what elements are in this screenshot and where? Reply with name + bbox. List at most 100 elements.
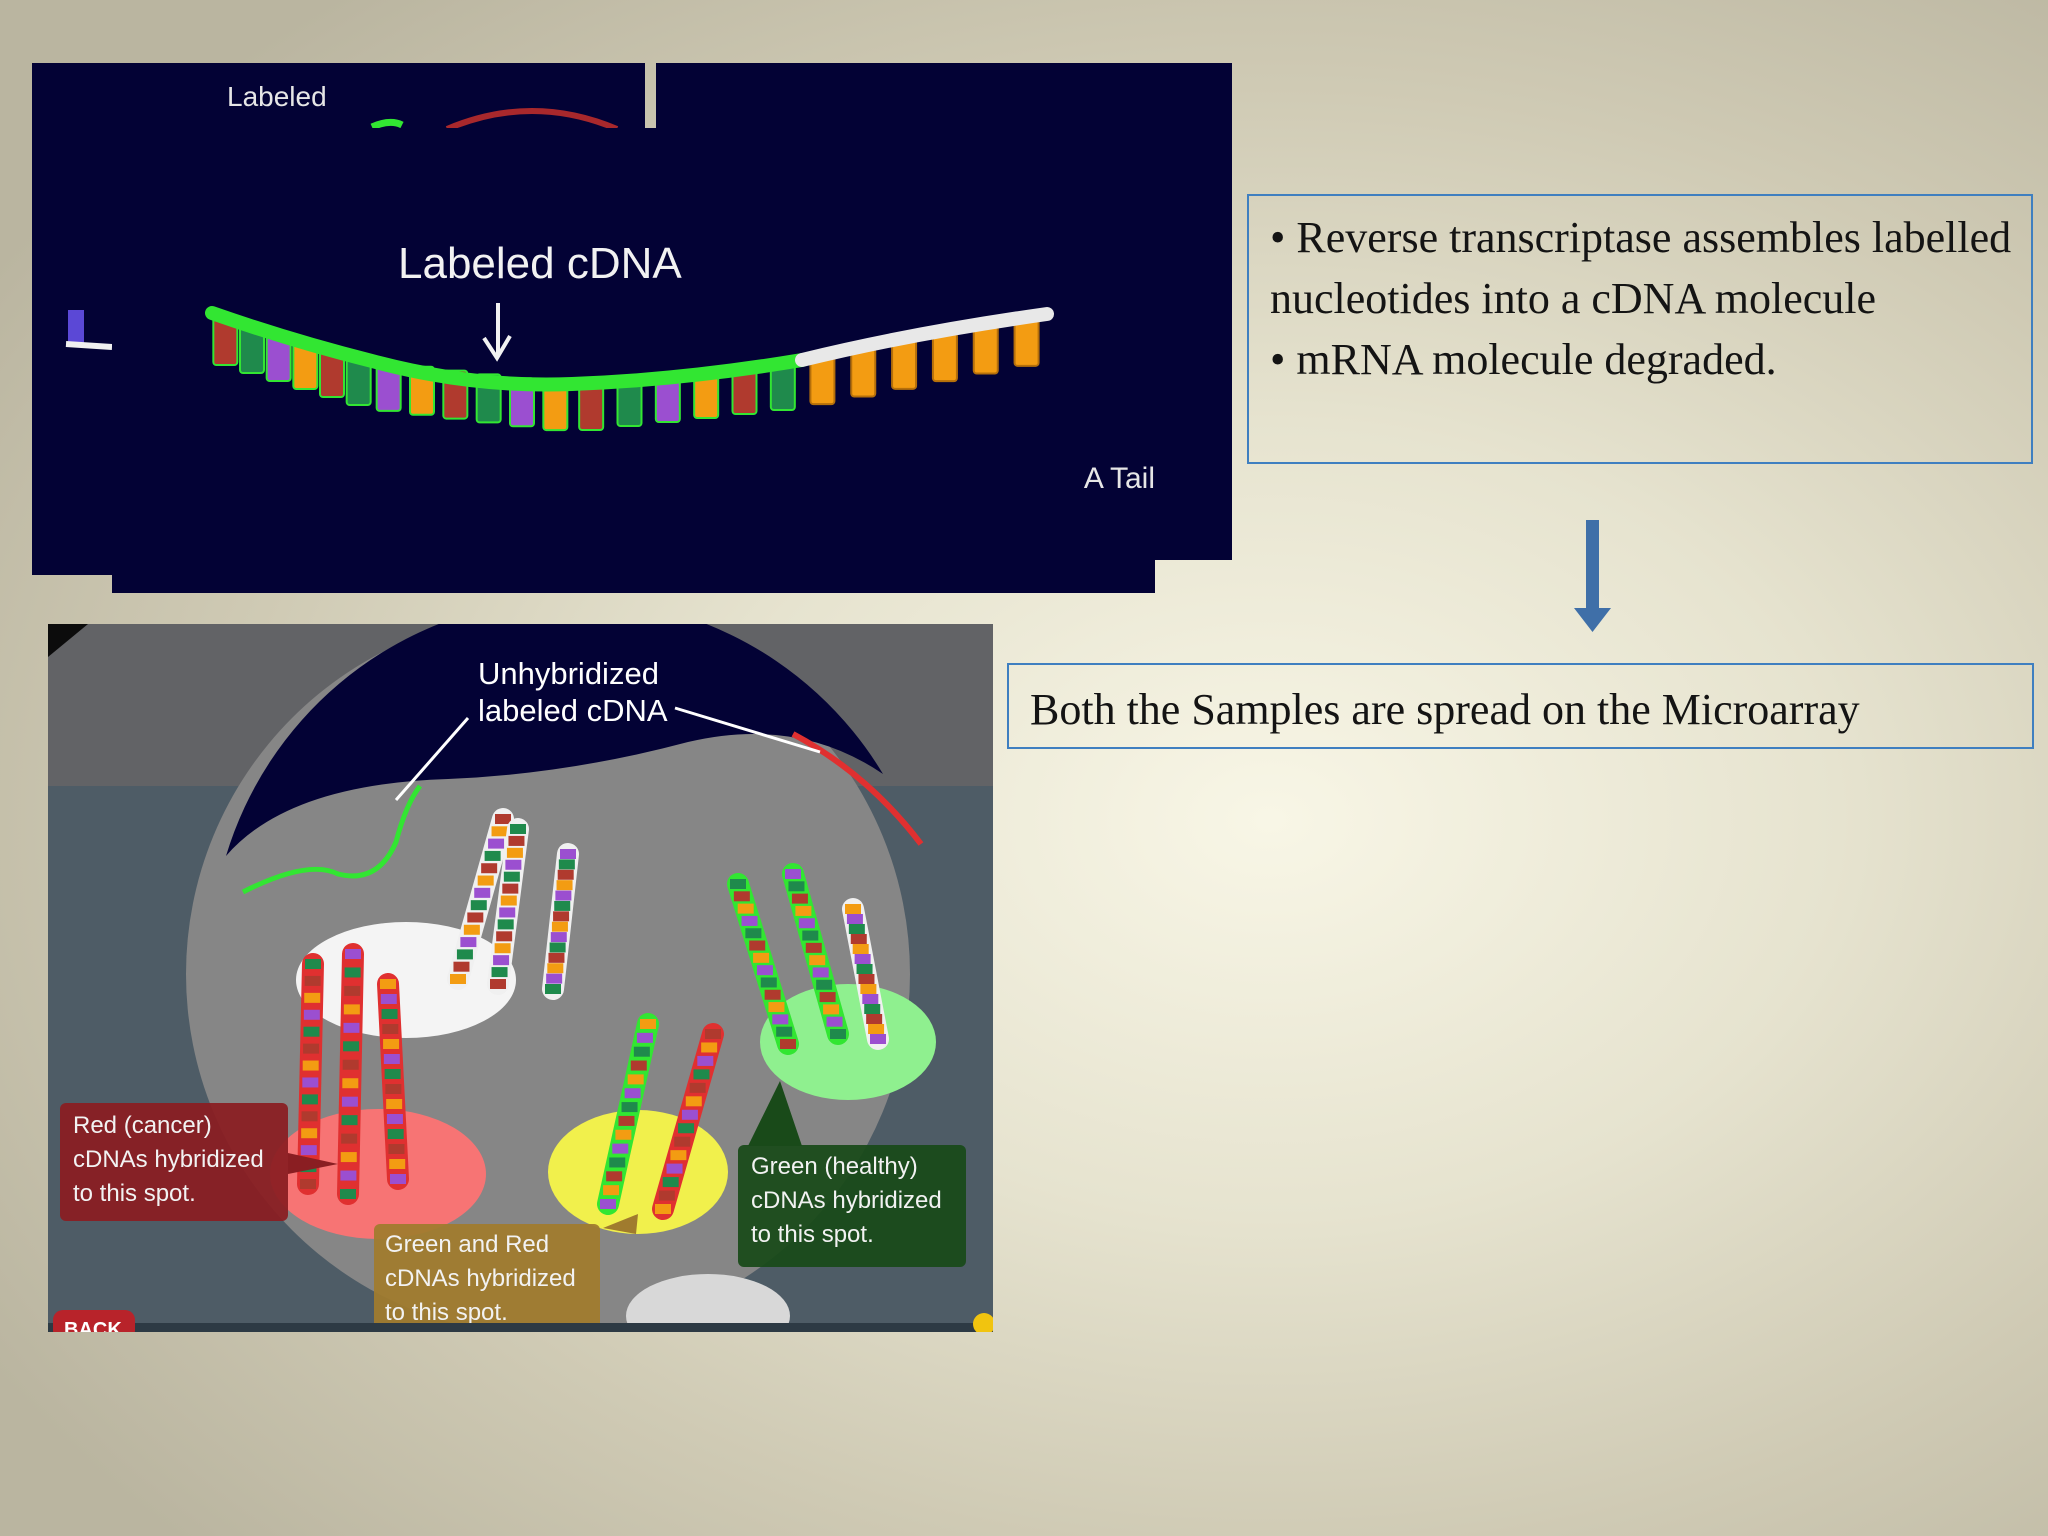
yellow-callout-line-1: Green and Red	[385, 1231, 549, 1258]
strand-base	[553, 911, 570, 922]
strand-base	[701, 1042, 718, 1053]
mrna-backbone	[795, 307, 1054, 367]
strand-base	[860, 984, 877, 994]
strand-base	[854, 954, 871, 964]
strand-base	[342, 1078, 359, 1089]
strand-base	[674, 1136, 691, 1147]
strand-base	[384, 1069, 401, 1079]
strand-base	[383, 1054, 400, 1064]
back-button-label[interactable]: BACK	[64, 1319, 122, 1332]
strand-base	[467, 912, 484, 923]
nucleotide-base	[931, 332, 958, 383]
strand-base	[624, 1088, 641, 1099]
strand-base	[303, 1009, 320, 1020]
strand-base	[470, 900, 487, 911]
strand-base	[385, 1084, 402, 1094]
unhybridized-label-line-1: Unhybridized	[478, 656, 659, 691]
strand-base	[551, 921, 568, 932]
green-callout-line-1: Green (healthy)	[751, 1153, 918, 1180]
strand-base	[304, 992, 321, 1003]
back-button-shape[interactable]	[53, 1310, 135, 1332]
strand-base	[812, 967, 829, 978]
back-button[interactable]: BACK	[53, 1310, 135, 1332]
corner-shade	[48, 624, 88, 657]
strand-base	[547, 963, 564, 974]
pointer-line-right	[674, 706, 821, 754]
pointer-arrow-head	[482, 334, 512, 362]
microarray-spread-textbox: Both the Samples are spread on the Micro…	[1007, 663, 2034, 749]
strand-base	[633, 1046, 650, 1057]
microarray-hybridization-illustration: Unhybridized labeled cDNA Red (cancer) c…	[48, 624, 993, 1332]
labeled-cdna-illustration: Labeled cDNA A Tail	[112, 128, 1155, 593]
strand-base	[341, 1115, 358, 1126]
cdna-backbone-green	[205, 306, 809, 392]
strand-base	[603, 1185, 620, 1196]
unhybridized-strand-red	[791, 731, 924, 846]
red-callout-box	[60, 1103, 288, 1221]
strand-base	[496, 931, 513, 942]
strand-base	[380, 979, 396, 989]
strand-base	[557, 869, 574, 880]
strand-base	[508, 835, 525, 846]
strand-base	[342, 1059, 359, 1070]
yellow-callout-line-3: to this spot.	[385, 1299, 508, 1326]
strand-base	[816, 979, 833, 990]
yellow-callout-box	[374, 1224, 600, 1332]
strand-base	[300, 1145, 317, 1156]
strand-base	[791, 893, 808, 904]
strand-base	[481, 863, 498, 874]
strand-base	[848, 924, 865, 934]
strand-base	[658, 1190, 675, 1201]
strand-base	[802, 930, 819, 941]
yellow-callout-line-2: cDNAs hybridized	[385, 1265, 576, 1292]
strand-base	[560, 849, 576, 859]
strand-base	[506, 847, 523, 858]
strand-base	[554, 900, 571, 911]
forward-button-edge[interactable]	[973, 1313, 993, 1332]
strand-base	[345, 949, 361, 959]
back-arc	[445, 108, 619, 132]
down-arrow-icon	[1574, 520, 1611, 632]
white-spot	[296, 922, 516, 1038]
strand-base	[600, 1199, 616, 1209]
yellow-callout-pointer	[603, 1214, 638, 1234]
green-callout-line-3: to this spot.	[751, 1221, 874, 1248]
strand-base	[823, 1004, 840, 1015]
strand-base	[343, 1041, 360, 1052]
strand-base	[383, 1039, 400, 1049]
strand-base	[303, 1043, 320, 1054]
strand-base	[845, 904, 861, 914]
strand-base	[389, 1159, 406, 1169]
process-steps-textbox: • Reverse transcriptase assembles labell…	[1247, 194, 2033, 464]
bottom-bar	[48, 1323, 993, 1332]
strand-base	[510, 824, 526, 834]
strand-base	[450, 974, 466, 984]
strand-base	[741, 915, 758, 926]
strand-base	[772, 1014, 789, 1025]
strand-base	[730, 879, 746, 889]
strand-base	[862, 994, 879, 1004]
strand-base	[606, 1171, 623, 1182]
strand-base	[819, 992, 836, 1003]
strand-base	[474, 887, 491, 898]
strand-base	[305, 959, 321, 969]
red-callout-line-2: cDNAs hybridized	[73, 1146, 264, 1173]
strand-base	[809, 955, 826, 966]
strand-base	[341, 1096, 358, 1107]
strand-base	[300, 1179, 316, 1189]
strand-base	[341, 1133, 358, 1144]
strand-base	[502, 883, 519, 894]
strand-base	[780, 1039, 796, 1049]
strand-base	[463, 924, 480, 935]
strand-base	[662, 1177, 679, 1188]
strand-base	[490, 979, 506, 989]
strand-base	[555, 890, 572, 901]
strand-base	[301, 1128, 318, 1139]
strand-base	[737, 903, 754, 914]
strand-base	[491, 967, 508, 978]
strand-base	[386, 1114, 403, 1124]
green-spot	[760, 984, 936, 1100]
strand-base	[666, 1163, 683, 1174]
strand-base	[382, 1024, 399, 1034]
green-callout-line-2: cDNAs hybridized	[751, 1187, 942, 1214]
